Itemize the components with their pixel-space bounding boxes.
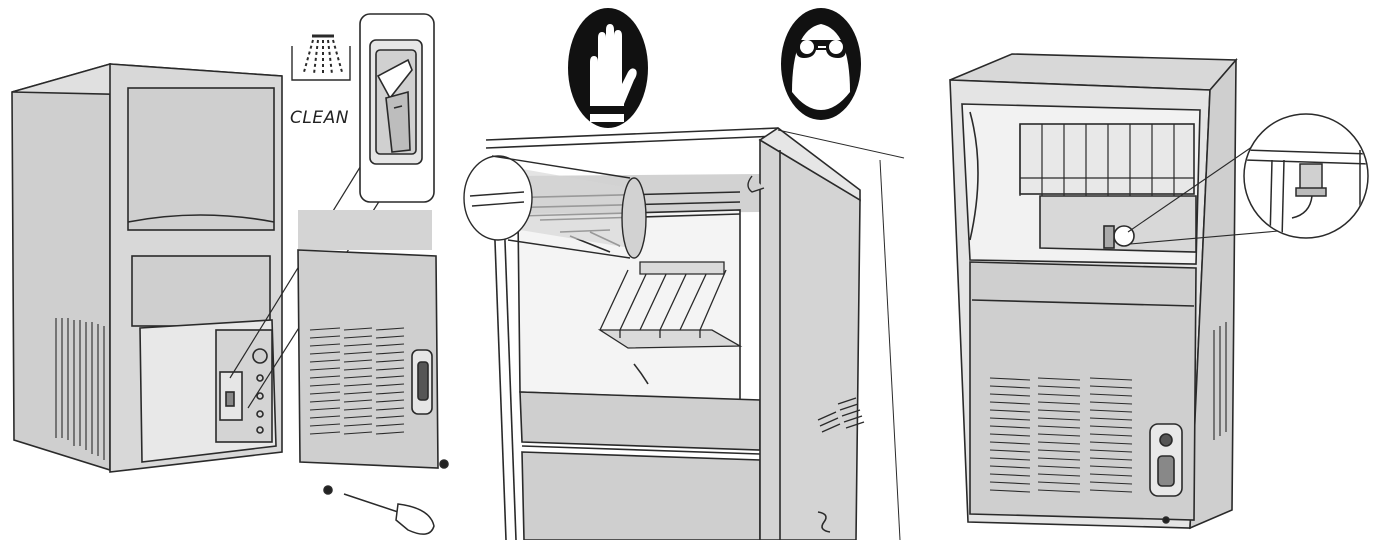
removed-front-panel [297, 210, 449, 495]
ice-tray [1019, 124, 1194, 196]
screwdriver-icon [343, 493, 435, 535]
front-vents [989, 322, 1227, 493]
ice-maker-right [949, 53, 1238, 530]
wear-gloves-icon [568, 8, 648, 128]
clean-switch-zoom [359, 13, 435, 203]
panel-vents [309, 327, 405, 435]
clean-label: CLEAN [290, 108, 349, 128]
wear-goggles-icon [781, 8, 861, 120]
water-spray-icon [291, 34, 351, 81]
door-vents [817, 397, 865, 433]
side-vents [55, 318, 105, 460]
ice-maker-left [11, 62, 283, 473]
magnifier-zoom [463, 155, 765, 259]
evaporator-grid [597, 261, 743, 349]
water-fitting-zoom [1127, 113, 1369, 245]
